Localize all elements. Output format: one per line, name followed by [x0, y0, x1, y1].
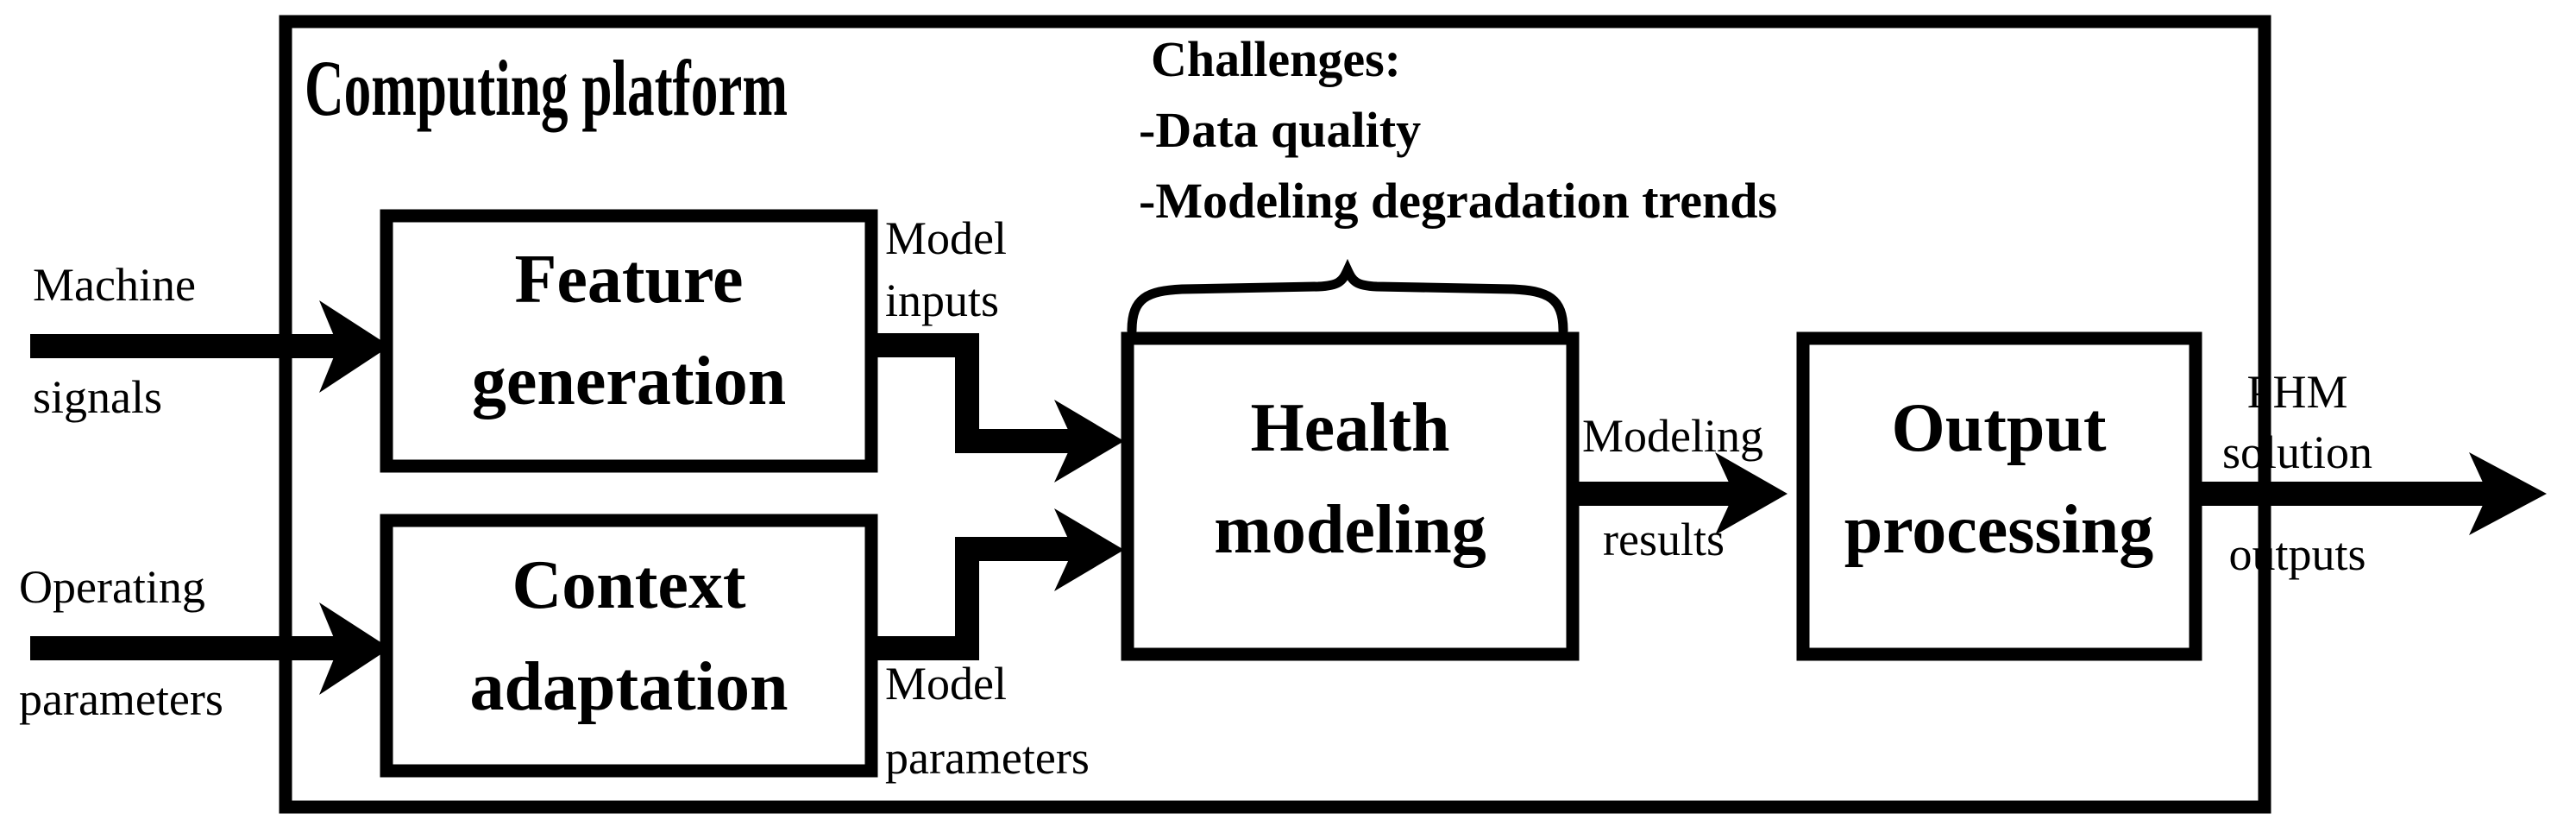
modeling-results-label-line2: results: [1603, 514, 1725, 565]
output-processing-label-line2: processing: [1844, 492, 2154, 568]
challenges-heading: Challenges:: [1151, 31, 1401, 87]
model-parameters-connector: [871, 508, 1124, 660]
model-parameters-label-line2: parameters: [885, 732, 1090, 784]
context-adaptation-box[interactable]: [380, 514, 878, 778]
feature-generation-label-line2: generation: [472, 344, 786, 420]
machine-signals-arrow: [30, 300, 390, 393]
phm-outputs-arrow: [2196, 452, 2547, 535]
modeling-results-arrow: [1573, 452, 1787, 535]
operating-parameters-label-line1: Operating: [19, 561, 205, 613]
operating-parameters-label-line2: parameters: [19, 673, 223, 725]
machine-signals-label-line1: Machine: [33, 259, 196, 311]
context-adaptation-label-line2: adaptation: [470, 649, 789, 725]
challenges-item-0: -Data quality: [1139, 102, 1421, 158]
context-adaptation-label-line1: Context: [512, 547, 745, 623]
modeling-results-label-line1: Modeling: [1582, 410, 1763, 462]
model-inputs-label-line1: Model: [885, 212, 1007, 264]
challenges-brace: [1127, 258, 1568, 336]
model-parameters-label-line1: Model: [885, 658, 1007, 710]
phm-outputs-label-line3: outputs: [2228, 528, 2366, 580]
phm-outputs-label-line1: PHM: [2246, 366, 2347, 418]
operating-parameters-arrow: [30, 602, 390, 695]
output-processing-label-line1: Output: [1892, 390, 2107, 466]
feature-generation-label-line1: Feature: [514, 242, 743, 318]
model-inputs-connector: [871, 333, 1124, 483]
machine-signals-label-line2: signals: [33, 371, 162, 423]
computing-platform-boundary: [279, 15, 2271, 814]
page-title: Computing platform: [305, 44, 788, 132]
model-inputs-label-line2: inputs: [885, 274, 999, 326]
phm-outputs-label-line2: solution: [2222, 426, 2372, 478]
health-modeling-label-line1: Health: [1250, 390, 1449, 466]
health-modeling-label-line2: modeling: [1214, 492, 1486, 568]
challenges-item-1: -Modeling degradation trends: [1139, 173, 1777, 229]
